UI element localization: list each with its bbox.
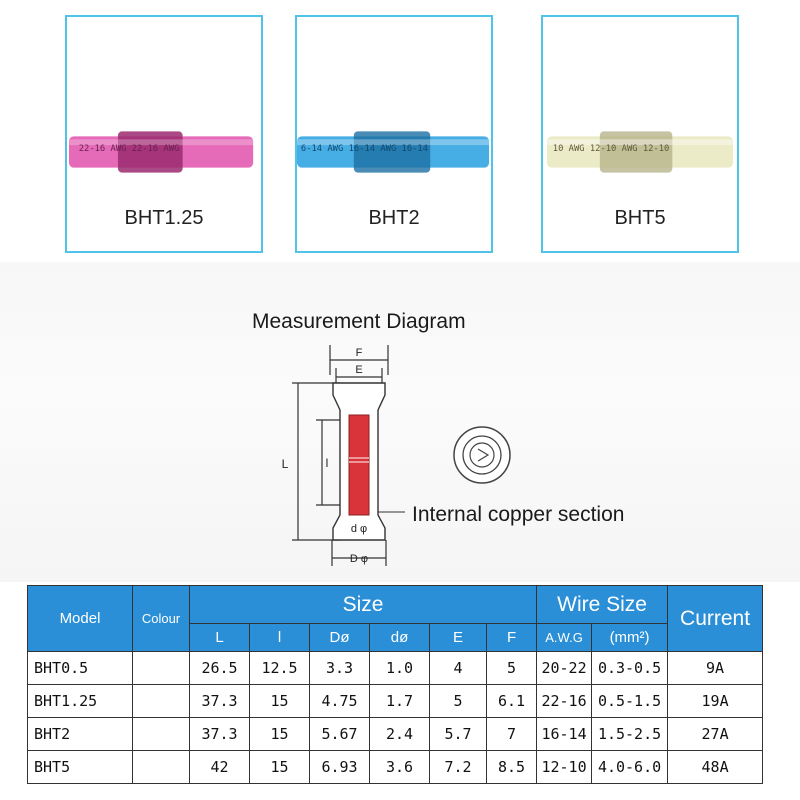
col-header-l: l (249, 623, 310, 652)
table-row: BHT1.25 37.3 15 4.75 1.7 5 6.1 22-16 0.5… (27, 684, 764, 718)
cell-F: 7 (485, 717, 538, 751)
cell-E: 5 (429, 684, 487, 718)
cell-mm2: 1.5-2.5 (591, 717, 669, 751)
cell-D-dia: 5.67 (309, 717, 370, 751)
col-header-size: Size (188, 585, 538, 624)
cell-mm2: 0.3-0.5 (591, 651, 669, 685)
product-label: BHT2 (368, 207, 420, 229)
bht5-tube-image: 10 AWG 12-10 AWG 12-10 (546, 131, 734, 173)
cell-awg: 12-10 (536, 750, 593, 784)
dim-label-E: E (355, 364, 362, 376)
dim-label-d: d φ (351, 523, 367, 535)
spec-table: Model Colour Size Wire Size Current L l … (27, 585, 764, 784)
col-header-awg: A.W.G (536, 623, 593, 652)
dim-label-L: L (282, 457, 289, 471)
cell-awg: 22-16 (536, 684, 593, 718)
cell-colour (132, 684, 190, 718)
cell-L: 37.3 (189, 717, 250, 751)
cell-current: 48A (667, 750, 764, 784)
bht5-print: 10 AWG 12-10 AWG 12-10 (553, 144, 670, 154)
cell-current: 9A (667, 651, 764, 685)
col-header-mm2: (mm²) (591, 623, 669, 652)
dim-label-l: l (326, 456, 329, 470)
col-header-d-dia: dø (369, 623, 430, 652)
cell-model: BHT0.5 (27, 651, 133, 685)
col-header-colour: Colour (132, 585, 190, 652)
table-row: BHT0.5 26.5 12.5 3.3 1.0 4 5 20-22 0.3-0… (27, 651, 764, 685)
cell-model: BHT1.25 (27, 684, 133, 718)
bht125-tube-image: 22-16 AWG 22-16 AWG (68, 131, 254, 173)
cell-model: BHT2 (27, 717, 133, 751)
cell-awg: 20-22 (536, 651, 593, 685)
end-view-icon (453, 426, 511, 484)
col-header-L: L (189, 623, 250, 652)
cell-E: 4 (429, 651, 487, 685)
cell-l: 12.5 (249, 651, 310, 685)
cell-L: 26.5 (189, 651, 250, 685)
bht125-print: 22-16 AWG 22-16 AWG (79, 144, 180, 154)
cell-mm2: 4.0-6.0 (591, 750, 669, 784)
cell-mm2: 0.5-1.5 (591, 684, 669, 718)
cell-d-dia: 3.6 (369, 750, 430, 784)
col-header-current: Current (667, 585, 764, 652)
cell-F: 5 (485, 651, 538, 685)
cell-l: 15 (249, 750, 310, 784)
cell-L: 37.3 (189, 684, 250, 718)
cell-colour (132, 717, 190, 751)
table-row: BHT2 37.3 15 5.67 2.4 5.7 7 16-14 1.5-2.… (27, 717, 764, 751)
cell-F: 8.5 (485, 750, 538, 784)
cell-E: 5.7 (429, 717, 487, 751)
cell-current: 27A (667, 717, 764, 751)
cell-colour (132, 750, 190, 784)
dim-label-F: F (356, 347, 363, 359)
bht2-tube-image: 6-14 AWG 16-14 AWG 16-14 (297, 131, 490, 173)
product-label: BHT1.25 (124, 207, 204, 229)
col-header-E: E (429, 623, 487, 652)
col-header-D-dia: Dø (309, 623, 370, 652)
diagram-background (0, 262, 800, 582)
bht2-print: 6-14 AWG 16-14 AWG 16-14 (301, 144, 428, 154)
cell-awg: 16-14 (536, 717, 593, 751)
cell-E: 7.2 (429, 750, 487, 784)
cell-current: 19A (667, 684, 764, 718)
cell-colour (132, 651, 190, 685)
col-header-F: F (485, 623, 538, 652)
diagram-title: Measurement Diagram (252, 310, 466, 333)
cell-d-dia: 1.0 (369, 651, 430, 685)
col-header-wire-size: Wire Size (536, 585, 669, 624)
copper-section-callout: Internal copper section (412, 503, 625, 526)
product-card-bht2: 6-14 AWG 16-14 AWG 16-14 BHT2 (295, 15, 493, 253)
table-row: BHT5 42 15 6.93 3.6 7.2 8.5 12-10 4.0-6.… (27, 750, 764, 784)
cell-model: BHT5 (27, 750, 133, 784)
cell-D-dia: 4.75 (309, 684, 370, 718)
cell-L: 42 (189, 750, 250, 784)
cell-l: 15 (249, 717, 310, 751)
cell-D-dia: 3.3 (309, 651, 370, 685)
cell-F: 6.1 (485, 684, 538, 718)
cell-d-dia: 1.7 (369, 684, 430, 718)
cell-d-dia: 2.4 (369, 717, 430, 751)
product-card-bht125: 22-16 AWG 22-16 AWG BHT1.25 (65, 15, 263, 253)
product-label: BHT5 (614, 207, 666, 229)
cell-D-dia: 6.93 (309, 750, 370, 784)
col-header-model: Model (27, 585, 133, 652)
product-card-bht5: 10 AWG 12-10 AWG 12-10 BHT5 (541, 15, 739, 253)
cell-l: 15 (249, 684, 310, 718)
dim-label-D: D φ (350, 553, 368, 565)
